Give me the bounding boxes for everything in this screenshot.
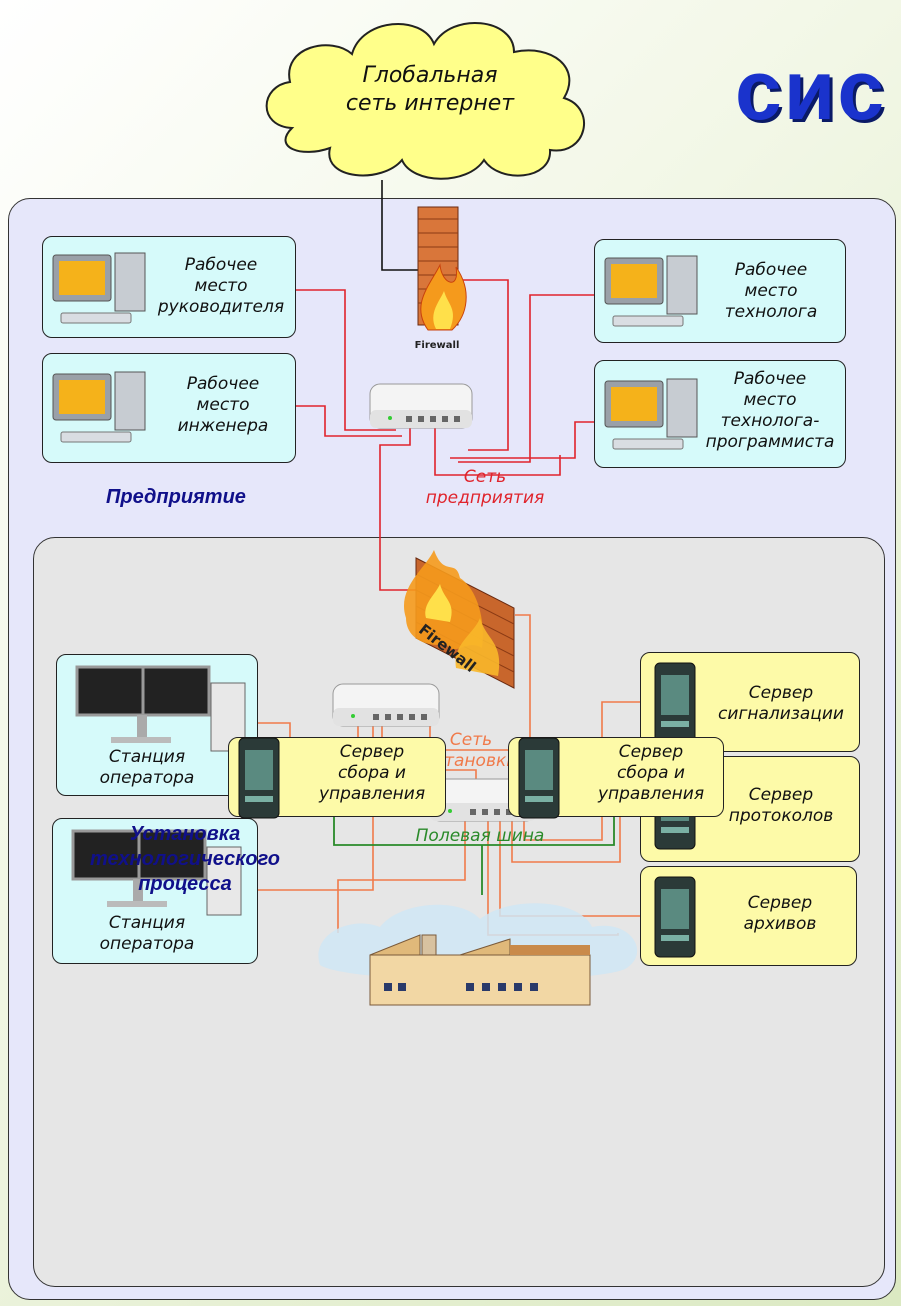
alarm-server[interactable]: Сервер сигнализации [640, 652, 860, 752]
control-server-2-label: Сервер сбора и управления [597, 742, 705, 804]
desktop-computer-icon [52, 252, 146, 324]
operator-station-2-label: Станция оператора [99, 913, 195, 954]
installation-switch-1-icon [332, 683, 440, 727]
workstation-technologist[interactable]: Рабочее место технолога [594, 239, 846, 343]
operator-station-2[interactable]: Станция оператора [52, 818, 258, 964]
server-tower-icon [238, 737, 280, 819]
fieldbus-wires [333, 815, 615, 895]
control-server-2[interactable]: Сервер сбора и управления [508, 737, 724, 819]
control-server-1-label: Сервер сбора и управления [318, 742, 426, 804]
factory-icon [318, 903, 638, 1006]
archive-server-label: Сервер архивов [743, 893, 817, 934]
workstation-engineer-label: Рабочее место инженера [177, 374, 269, 436]
enterprise-network-label: Сеть предприятия [425, 467, 545, 508]
enterprise-network-wires [296, 279, 596, 591]
workstation-manager-label: Рабочее место руководителя [157, 255, 285, 317]
server-tower-icon [518, 737, 560, 819]
firewall-icon [403, 550, 515, 689]
desktop-computer-icon [52, 371, 146, 443]
operator-station-1[interactable]: Станция оператора [56, 654, 258, 796]
enterprise-switch-icon [369, 383, 473, 429]
operator-station-1-label: Станция оператора [99, 747, 195, 788]
firewall-icon [417, 206, 467, 331]
workstation-manager[interactable]: Рабочее место руководителя [42, 236, 296, 338]
installation-network-label: Сеть установки [424, 730, 518, 771]
fieldbus-label: Полевая шина [415, 826, 545, 846]
dual-monitor-icon [75, 665, 246, 752]
server-tower-icon [654, 876, 696, 958]
archive-server[interactable]: Сервер архивов [640, 866, 857, 966]
workstation-engineer[interactable]: Рабочее место инженера [42, 353, 296, 463]
firewall-label-top: Firewall [414, 340, 460, 351]
server-tower-icon [654, 662, 696, 744]
internet-cloud-icon [265, 22, 585, 180]
workstation-technologist-label: Рабочее место технолога [724, 260, 818, 322]
alarm-server-label: Сервер сигнализации [718, 683, 844, 724]
workstation-programmer[interactable]: Рабочее место технолога- программиста [594, 360, 846, 468]
installation-zone-label: Установка технологического процесса [90, 823, 280, 895]
slide-title: сис [735, 43, 887, 137]
control-server-1[interactable]: Сервер сбора и управления [228, 737, 446, 819]
desktop-computer-icon [604, 378, 698, 450]
internet-cloud-label: Глобальная сеть интернет [345, 63, 515, 116]
workstation-programmer-label: Рабочее место технолога- программиста [705, 369, 835, 452]
desktop-computer-icon [604, 255, 698, 327]
dual-monitor-icon [71, 829, 242, 916]
enterprise-zone-label: Предприятие [106, 486, 246, 508]
protocol-server-label: Сервер протоколов [728, 785, 834, 826]
